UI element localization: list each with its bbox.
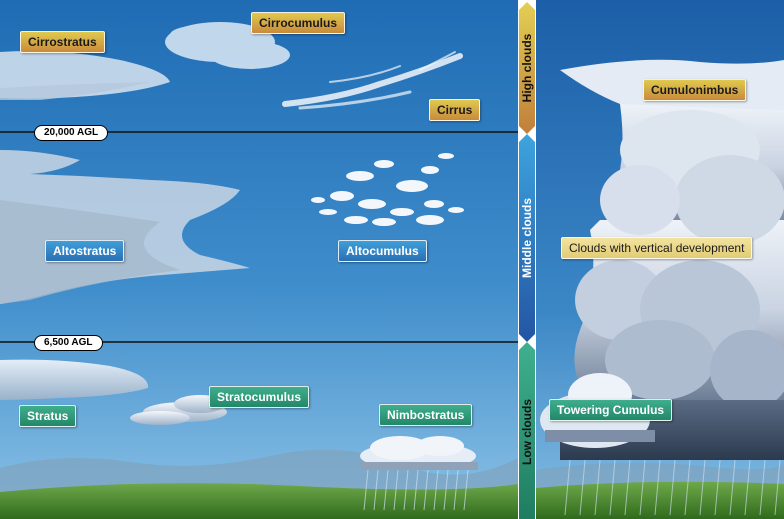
altocumulus-label: Altocumulus — [338, 240, 427, 262]
low-clouds-band — [519, 342, 535, 519]
altitude-marker-6500: 6,500 AGL — [34, 335, 103, 351]
vertical-development-label: Clouds with vertical development — [561, 237, 753, 259]
stratus-label: Stratus — [19, 405, 77, 427]
altocumulus-cloud — [311, 153, 464, 226]
high-clouds-label: High clouds — [520, 33, 534, 103]
stratus-cloud — [0, 359, 149, 400]
ground-right — [536, 481, 784, 519]
towering-cumulus-label: Towering Cumulus — [549, 399, 673, 421]
middle-clouds-band — [519, 134, 535, 342]
altitude-marker-20000: 20,000 AGL — [34, 125, 109, 141]
cumulonimbus-rain — [564, 459, 781, 516]
cirrostratus-shadow — [0, 82, 150, 100]
ground-left — [0, 483, 518, 519]
cirrus-label: Cirrus — [429, 99, 481, 121]
low-clouds-label: Low clouds — [520, 399, 534, 465]
nimbostratus-label: Nimbostratus — [379, 404, 473, 426]
stratocumulus-label: Stratocumulus — [209, 386, 310, 408]
high-clouds-band — [519, 2, 535, 134]
cirrocumulus-cloud — [165, 22, 290, 69]
cumulonimbus-label: Cumulonimbus — [643, 79, 747, 101]
cirrocumulus-label: Cirrocumulus — [251, 12, 346, 34]
cirrostratus-label: Cirrostratus — [20, 31, 105, 53]
middle-clouds-label: Middle clouds — [520, 197, 534, 279]
altostratus-label: Altostratus — [45, 240, 125, 262]
nimbostratus-cloud — [360, 436, 478, 470]
cirrus-cloud — [282, 51, 463, 110]
cumulonimbus-cloud — [560, 59, 784, 460]
nimbostratus-rain — [363, 469, 469, 511]
